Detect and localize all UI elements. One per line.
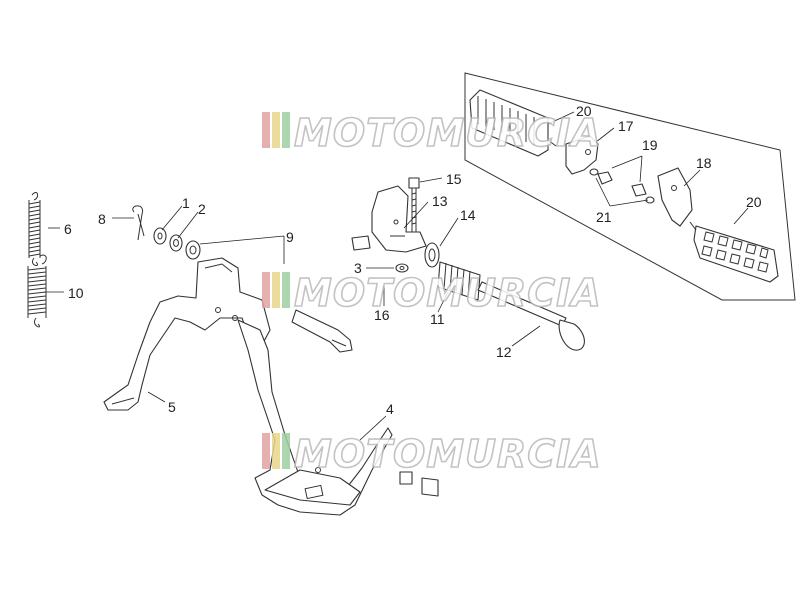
callout-15: 15 (446, 171, 462, 187)
watermark-stripe (262, 112, 270, 148)
spring-10 (27, 254, 47, 328)
leader-lines (46, 111, 749, 441)
callout-13: 13 (432, 193, 448, 209)
callout-16: 16 (374, 307, 390, 323)
footpeg-20-upper (469, 89, 557, 157)
callout-17: 17 (618, 118, 634, 134)
callout-19: 19 (642, 137, 658, 153)
watermark-stripe (272, 112, 280, 148)
callout-3: 3 (354, 260, 362, 276)
callout-5: 5 (168, 399, 176, 415)
watermark-stripe (272, 433, 280, 469)
inset-frame (464, 72, 796, 301)
callouts: 1 2 3 4 5 6 8 9 10 11 12 13 14 15 16 17 … (64, 103, 762, 417)
watermark-stripe (282, 112, 290, 148)
washer-2 (169, 234, 183, 252)
side-stand-5 (103, 257, 271, 411)
washer-9 (185, 240, 201, 260)
watermark-stripe (282, 433, 290, 469)
washer-1 (153, 227, 167, 245)
callout-11: 11 (430, 311, 445, 327)
watermark-top: MOTOMURCIA (262, 110, 602, 156)
nut-small (351, 235, 371, 251)
spring-11 (437, 261, 481, 301)
washer-21a (589, 168, 599, 176)
lever-16 (291, 309, 353, 353)
callout-20-lower: 20 (746, 194, 762, 210)
bracket-17 (565, 135, 599, 175)
watermark-text: MOTOMURCIA (294, 111, 602, 155)
callout-21: 21 (596, 209, 612, 225)
callout-14: 14 (460, 207, 476, 223)
watermark-stripe (282, 272, 290, 308)
callout-1: 1 (182, 195, 190, 211)
callout-9: 9 (286, 229, 294, 245)
shaft-12 (477, 281, 585, 351)
callout-6: 6 (64, 221, 72, 237)
callout-2: 2 (198, 201, 206, 217)
watermark-text: MOTOMURCIA (294, 432, 602, 476)
bracket-18 (657, 167, 693, 227)
nut-19b (631, 183, 647, 197)
callout-10: 10 (68, 285, 84, 301)
callout-20-upper: 20 (576, 103, 592, 119)
watermark-stripe (272, 272, 280, 308)
nut-19a (597, 171, 613, 185)
callout-12: 12 (496, 344, 512, 360)
watermark-text: MOTOMURCIA (294, 271, 602, 315)
watermark-middle: MOTOMURCIA (262, 270, 602, 316)
bracket-13 (371, 185, 427, 253)
washer-3 (395, 263, 409, 273)
callout-4: 4 (386, 401, 394, 417)
stopper-pair (399, 471, 439, 497)
callout-8: 8 (98, 211, 106, 227)
spring-6 (28, 192, 41, 266)
watermark-stripe (262, 433, 270, 469)
callout-18: 18 (696, 155, 712, 171)
ring-14 (424, 242, 440, 268)
center-stand-4 (237, 319, 393, 516)
bolt-15 (408, 177, 420, 232)
clip-8 (132, 205, 145, 241)
watermark-bottom: MOTOMURCIA (262, 431, 602, 477)
watermark-stripe (262, 272, 270, 308)
footpeg-20-lower (689, 221, 779, 283)
